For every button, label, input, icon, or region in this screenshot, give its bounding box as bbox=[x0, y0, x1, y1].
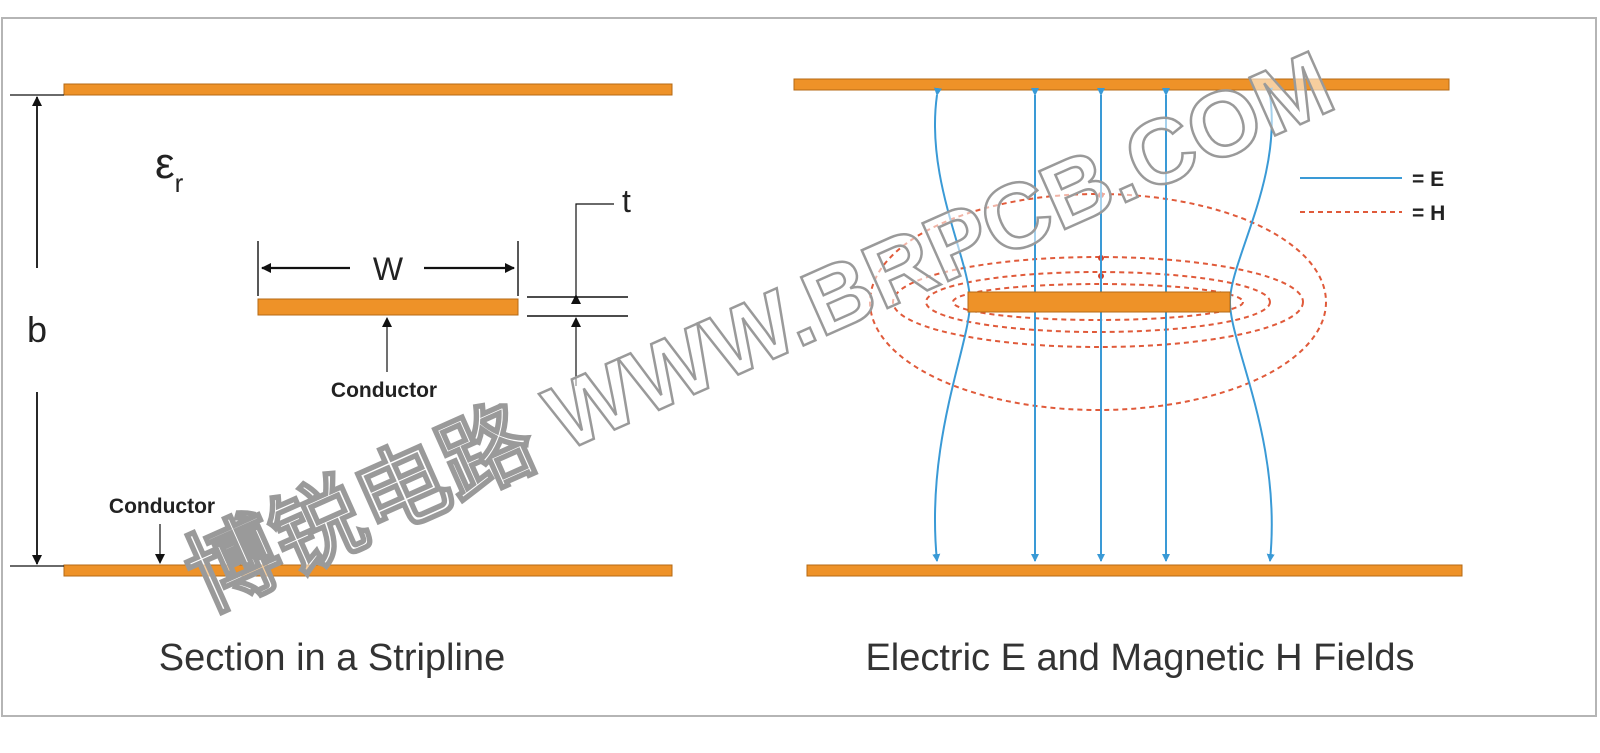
watermark: 博锐电路 WWW.BRPCB.COM bbox=[172, 32, 1348, 630]
t-dimension: t bbox=[527, 183, 631, 386]
field-legend: = E = H bbox=[1300, 168, 1445, 225]
stripline-section-panel: b εr W t Conductor Conductor Section in … bbox=[10, 83, 673, 679]
legend-h-label: = H bbox=[1412, 202, 1445, 225]
figure-border bbox=[1, 17, 1597, 717]
fields-bottom-ground-plane bbox=[806, 564, 1463, 577]
t-label: t bbox=[622, 183, 631, 219]
b-label: b bbox=[27, 309, 47, 350]
ground-conductor-label: Conductor bbox=[109, 495, 215, 518]
fields-panel: = E = H Electric E and Magnetic H Fields bbox=[793, 78, 1463, 679]
fields-strip-conductor bbox=[967, 291, 1231, 313]
b-dimension: b bbox=[10, 94, 64, 567]
top-ground-plane bbox=[63, 83, 673, 96]
t-arrow-down bbox=[571, 203, 614, 304]
legend-e-label: = E bbox=[1412, 168, 1444, 191]
strip-conductor bbox=[257, 298, 519, 316]
bottom-ground-plane bbox=[63, 564, 673, 577]
fields-caption: Electric E and Magnetic H Fields bbox=[865, 637, 1414, 679]
w-dimension: W bbox=[257, 241, 519, 296]
fields-top-ground-plane bbox=[793, 78, 1450, 91]
strip-conductor-label: Conductor bbox=[331, 379, 437, 402]
epsilon-r-label: εr bbox=[155, 139, 184, 198]
stripline-caption: Section in a Stripline bbox=[159, 637, 505, 679]
w-label: W bbox=[373, 251, 404, 287]
e-field-line-left-outer bbox=[932, 87, 972, 562]
